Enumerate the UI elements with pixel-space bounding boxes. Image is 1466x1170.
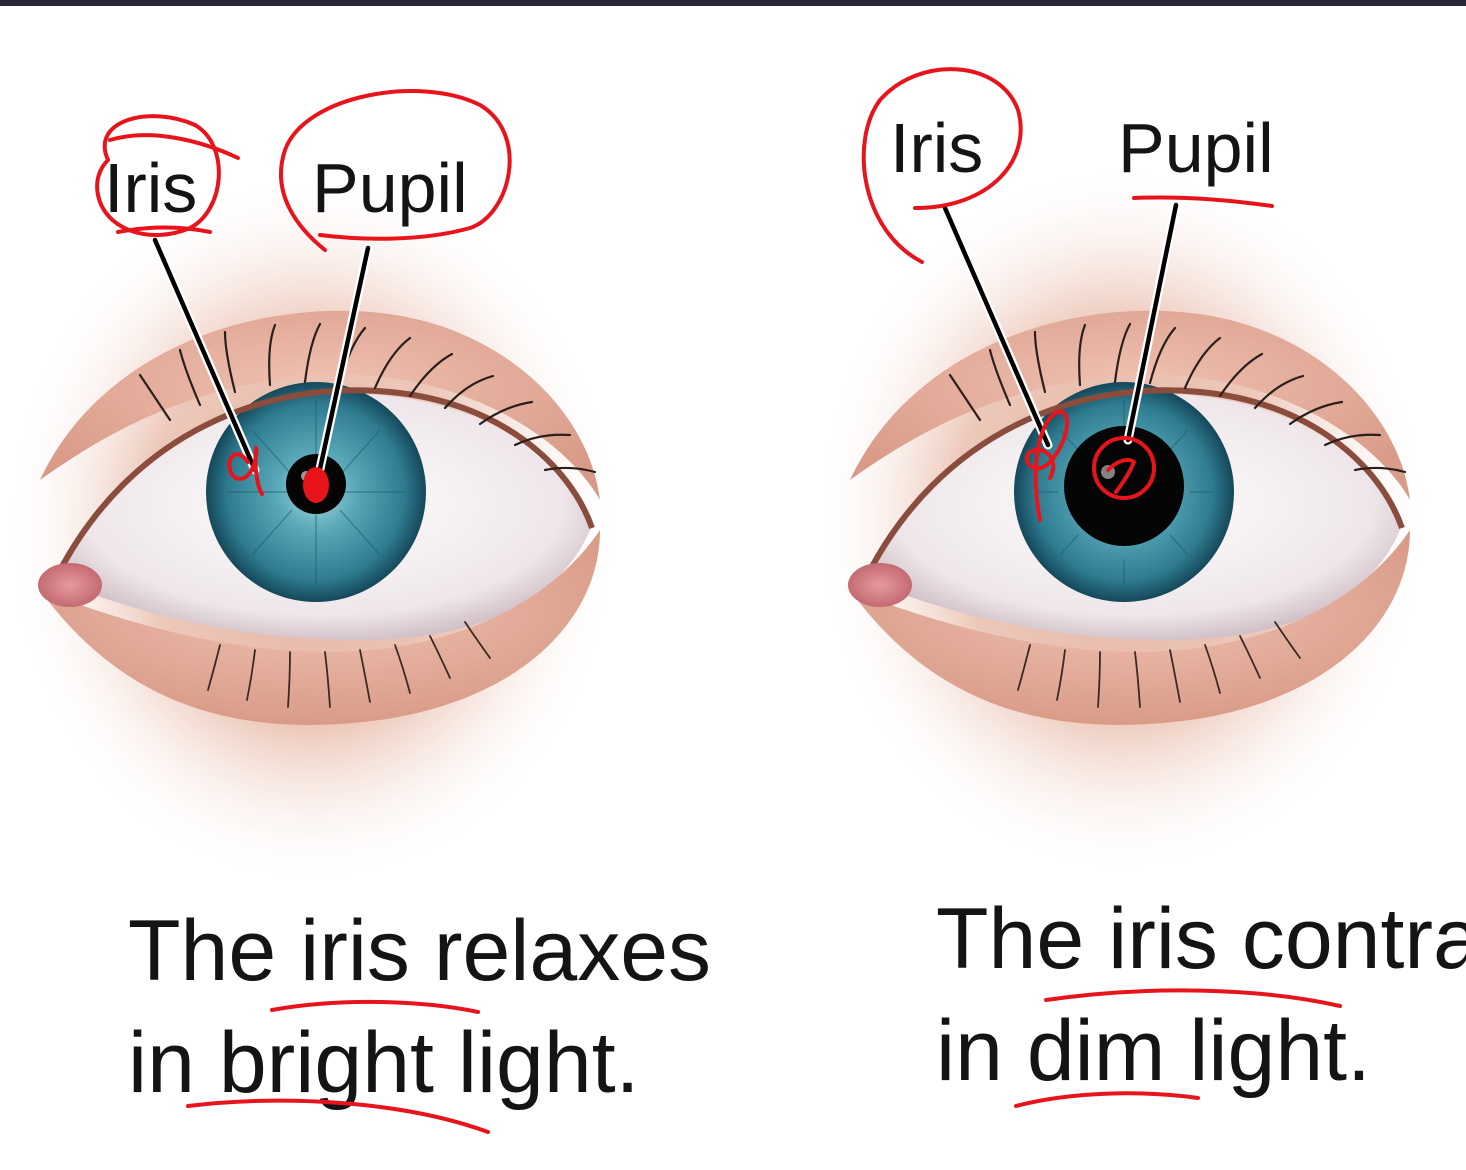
right-eye-illustration bbox=[812, 160, 1432, 880]
right-iris-label: Iris bbox=[890, 109, 983, 187]
left-caption-underline-1 bbox=[272, 1002, 478, 1012]
right-caption-line1: The iris contracts bbox=[936, 891, 1466, 987]
left-pupil-filled-annotation bbox=[303, 467, 329, 503]
right-pupil bbox=[1064, 426, 1184, 546]
left-eye-illustration bbox=[2, 170, 622, 890]
left-pupil-label: Pupil bbox=[312, 149, 468, 227]
left-caption-line1: The iris relaxes bbox=[128, 903, 711, 999]
left-iris-label: Iris bbox=[104, 149, 197, 227]
right-caption-line2: in dim light. bbox=[936, 1003, 1371, 1099]
right-pupil-label: Pupil bbox=[1118, 109, 1274, 187]
left-panel: Iris Pupil The iris relaxes in bright li… bbox=[2, 91, 711, 1132]
right-panel: Iris Pupil The iris contracts in dim lig… bbox=[812, 69, 1466, 1106]
left-caption-line2: in bright light. bbox=[128, 1015, 640, 1111]
